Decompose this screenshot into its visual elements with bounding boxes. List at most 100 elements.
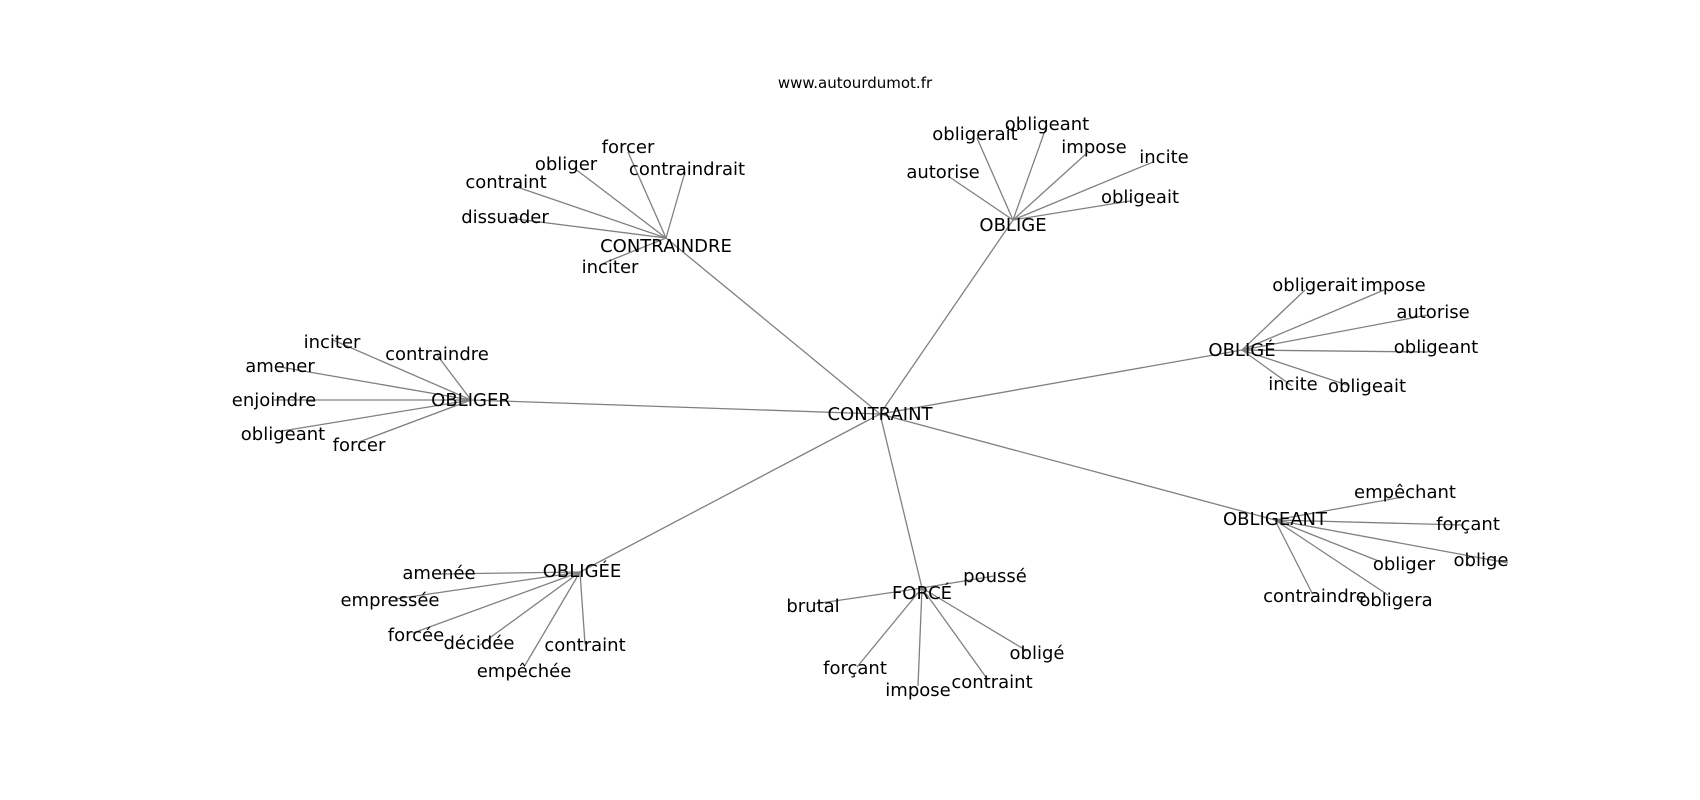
leaf-node-label[interactable]: poussé (963, 566, 1027, 587)
leaf-node-label[interactable]: impose (885, 680, 950, 701)
edge-center-to-cluster (579, 413, 881, 573)
leaf-node-label[interactable]: impose (1360, 275, 1425, 296)
leaf-node-label[interactable]: autorise (1396, 302, 1469, 323)
edge-center-to-cluster (879, 413, 1276, 521)
edge-cluster-to-leaf (1274, 496, 1404, 521)
edge-center-to-cluster (879, 349, 1243, 415)
leaf-node-label[interactable]: obligeait (1328, 376, 1406, 397)
edge-cluster-to-leaf (1012, 152, 1088, 221)
edges-layer (274, 124, 1509, 687)
edge-cluster-to-leaf (1241, 314, 1429, 351)
leaf-node-label[interactable]: brutal (786, 596, 839, 617)
leaf-node-label[interactable]: contraint (951, 672, 1032, 693)
leaf-node-label[interactable]: obligerait (932, 124, 1017, 145)
leaf-node-label[interactable]: autorise (906, 162, 979, 183)
cluster-node-label[interactable]: OBLIGÉE (543, 560, 622, 582)
leaf-node-label[interactable]: incite (1268, 374, 1317, 395)
cluster-node-label[interactable]: OBLIGE (979, 215, 1046, 236)
edge-cluster-to-leaf (281, 399, 472, 432)
center-node-label[interactable]: CONTRAINT (827, 404, 933, 425)
source-label: www.autourdumot.fr (778, 74, 933, 92)
leaf-node-label[interactable]: contraindre (1263, 586, 1367, 607)
edge-cluster-to-leaf (436, 354, 472, 401)
leaf-node-label[interactable]: forcer (333, 435, 386, 456)
leaf-node-label[interactable]: obliger (535, 154, 598, 175)
edge-center-to-cluster (665, 237, 881, 415)
leaf-node-label[interactable]: impose (1061, 137, 1126, 158)
edge-cluster-to-leaf (917, 587, 923, 687)
edge-cluster-to-leaf (479, 571, 581, 646)
edge-cluster-to-leaf (976, 137, 1014, 221)
leaf-node-label[interactable]: amener (245, 356, 315, 377)
edge-cluster-to-leaf (856, 587, 923, 668)
cluster-node-label[interactable]: OBLIGEANT (1223, 509, 1328, 530)
cluster-node-label[interactable]: CONTRAINDRE (600, 236, 732, 257)
edge-cluster-to-leaf (394, 571, 581, 600)
edge-cluster-to-leaf (921, 587, 989, 681)
leaf-node-label[interactable]: inciter (304, 332, 361, 353)
edge-cluster-to-leaf (1274, 519, 1382, 563)
cluster-node-label[interactable]: OBLIGER (431, 390, 511, 411)
leaf-node-label[interactable]: empêchant (1354, 482, 1456, 503)
leaf-node-label[interactable]: contraint (544, 635, 625, 656)
leaf-node-label[interactable]: obligera (1359, 590, 1432, 611)
leaf-node-label[interactable]: forcer (602, 137, 655, 158)
edge-cluster-to-leaf (1274, 519, 1509, 564)
edge-cluster-to-leaf (1274, 519, 1463, 526)
leaf-node-label[interactable]: forçant (1436, 514, 1500, 535)
edge-cluster-to-leaf (1012, 200, 1131, 221)
edge-cluster-to-leaf (665, 171, 686, 239)
leaf-node-label[interactable]: enjoindre (232, 390, 316, 411)
leaf-node-label[interactable]: forçant (823, 658, 887, 679)
edge-cluster-to-leaf (513, 185, 667, 239)
edge-cluster-to-leaf (1241, 289, 1385, 351)
leaf-node-label[interactable]: inciter (582, 257, 639, 278)
leaf-node-label[interactable]: contraindrait (629, 159, 745, 180)
edge-cluster-to-leaf (1012, 124, 1048, 221)
leaf-node-label[interactable]: empressée (340, 590, 439, 611)
edge-center-to-cluster (879, 219, 1014, 415)
edge-center-to-cluster (470, 399, 881, 415)
edge-center-to-cluster (879, 413, 923, 589)
edge-cluster-to-leaf (1012, 161, 1154, 221)
edge-cluster-to-leaf (1241, 289, 1306, 351)
leaf-node-label[interactable]: obliger (1373, 554, 1436, 575)
cluster-node-label[interactable]: OBLIGÉ (1208, 339, 1275, 361)
edge-cluster-to-leaf (1241, 349, 1429, 353)
edge-cluster-to-leaf (627, 151, 667, 239)
labels-layer: forcercontraindraitobligercontraintdissu… (232, 114, 1509, 701)
leaf-node-label[interactable]: contraindre (385, 344, 489, 365)
leaf-node-label[interactable]: empêchée (477, 661, 572, 682)
leaf-node-label[interactable]: incite (1139, 147, 1188, 168)
leaf-node-label[interactable]: obligeait (1101, 187, 1179, 208)
cluster-node-label[interactable]: FORCÉ (892, 582, 952, 604)
edge-cluster-to-leaf (921, 587, 1028, 652)
leaf-node-label[interactable]: obligeant (1005, 114, 1089, 135)
edge-cluster-to-leaf (523, 571, 581, 668)
leaf-node-label[interactable]: obligé (1010, 643, 1065, 664)
edge-cluster-to-leaf (1274, 519, 1389, 596)
edge-cluster-to-leaf (1241, 349, 1351, 387)
edge-cluster-to-leaf (947, 175, 1014, 221)
leaf-node-label[interactable]: décidée (444, 633, 515, 654)
edge-cluster-to-leaf (921, 575, 995, 589)
leaf-node-label[interactable]: obligeant (241, 424, 325, 445)
edge-cluster-to-leaf (358, 399, 472, 443)
edge-cluster-to-leaf (573, 167, 667, 239)
edge-cluster-to-leaf (279, 366, 472, 401)
leaf-node-label[interactable]: obligeant (1394, 337, 1478, 358)
leaf-node-label[interactable]: forcée (388, 625, 444, 646)
leaf-node-label[interactable]: amenée (402, 563, 475, 584)
edge-cluster-to-leaf (438, 571, 581, 575)
edge-cluster-to-leaf (412, 571, 581, 634)
edge-cluster-to-leaf (1274, 519, 1313, 594)
leaf-node-label[interactable]: dissuader (461, 207, 549, 228)
leaf-node-label[interactable]: obligerait (1272, 275, 1357, 296)
leaf-node-label[interactable]: contraint (465, 172, 546, 193)
edge-cluster-to-leaf (332, 339, 472, 401)
edge-cluster-to-leaf (1241, 349, 1293, 387)
leaf-node-label[interactable]: oblige (1454, 550, 1509, 571)
edge-cluster-to-leaf (603, 237, 667, 264)
edge-cluster-to-leaf (507, 217, 667, 239)
